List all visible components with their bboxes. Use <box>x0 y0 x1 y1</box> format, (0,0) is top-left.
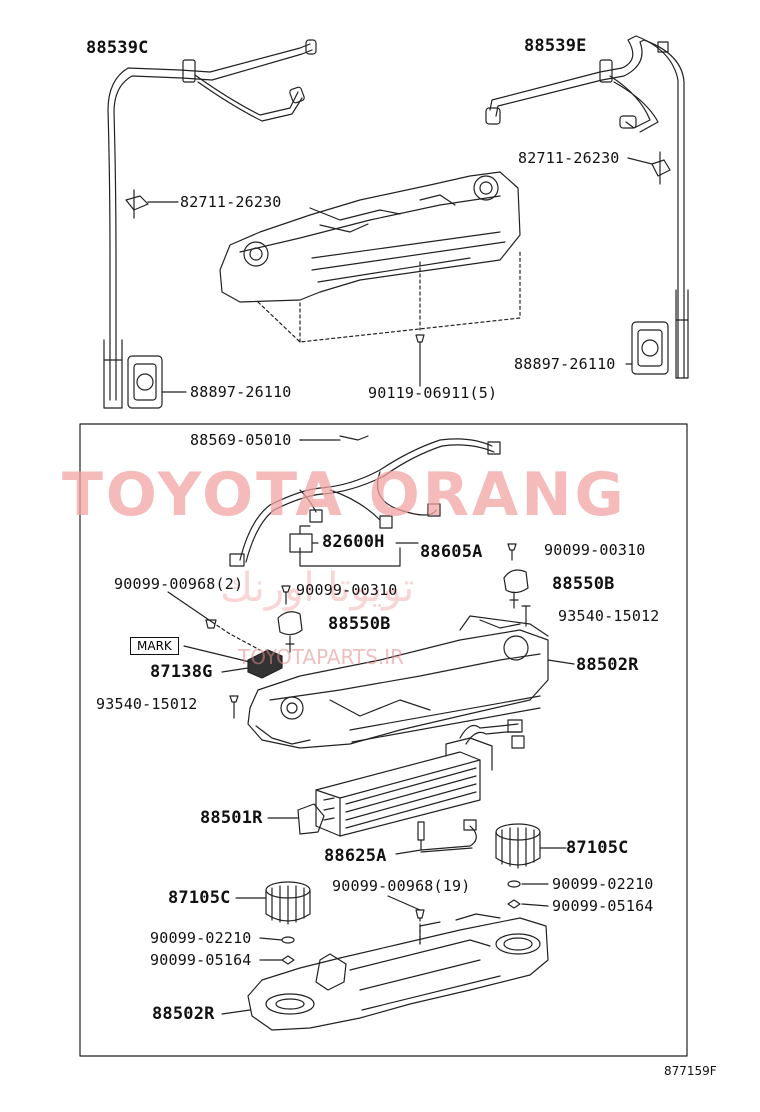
part-label-88625a[interactable]: 88625A <box>324 846 387 866</box>
screw-90099-00310-right <box>507 543 517 561</box>
part-label-88502r-bottom[interactable]: 88502R <box>152 1004 215 1024</box>
part-label-93540-left[interactable]: 93540-15012 <box>96 695 198 713</box>
grommet-88897-right <box>625 321 669 375</box>
part-label-88501r[interactable]: 88501R <box>200 808 263 828</box>
watermark-text: TOYOTA ORANG <box>62 460 627 530</box>
part-label-87105c-left[interactable]: 87105C <box>168 888 231 908</box>
part-label-88550b-left[interactable]: 88550B <box>328 614 391 634</box>
sensor-87138g <box>247 649 283 679</box>
part-label-90099-00968-2[interactable]: 90099-00968(2) <box>114 575 244 593</box>
part-label-88539e[interactable]: 88539E <box>524 36 587 56</box>
servo-88550b-right <box>503 569 529 609</box>
part-label-82600h[interactable]: 82600H <box>322 532 385 552</box>
part-label-88539c[interactable]: 88539C <box>86 38 149 58</box>
screw-90099-00310-left <box>281 585 291 605</box>
part-label-90099-02210-right[interactable]: 90099-02210 <box>552 875 654 893</box>
part-label-82711-right[interactable]: 82711-26230 <box>518 149 620 167</box>
screw-90119 <box>415 334 425 385</box>
part-label-90099-00310-a[interactable]: 90099-00310 <box>544 541 646 559</box>
drain-hose-88539c <box>103 39 317 409</box>
thermistor-88625a <box>417 819 477 853</box>
screw-93540-right <box>521 605 531 627</box>
clamp-82711-left <box>125 189 177 219</box>
blower-87105c-left <box>265 881 311 925</box>
part-label-90119[interactable]: 90119-06911(5) <box>368 384 498 402</box>
part-label-82711-left[interactable]: 82711-26230 <box>180 193 282 211</box>
exploded-view-frame <box>79 423 688 1057</box>
watermark-url: TOYOTAPARTS.IR <box>238 645 405 669</box>
blower-87105c-right <box>495 823 541 869</box>
part-label-88502r-top[interactable]: 88502R <box>576 655 639 675</box>
part-label-87138g[interactable]: 87138G <box>150 662 213 682</box>
part-label-88569[interactable]: 88569-05010 <box>190 431 292 449</box>
evaporator-88501r <box>297 719 525 837</box>
lower-case-88502r <box>247 913 549 1031</box>
watermark-arabic-text: تويوتا اورنك <box>220 565 415 611</box>
part-label-90099-02210-left[interactable]: 90099-02210 <box>150 929 252 947</box>
part-label-90099-00310-b[interactable]: 90099-00310 <box>296 581 398 599</box>
part-label-88897-right[interactable]: 88897-26110 <box>514 355 616 373</box>
part-label-88550b-right[interactable]: 88550B <box>552 574 615 594</box>
diagram-reference-id: 877159F <box>664 1064 717 1078</box>
part-label-90099-05164-left[interactable]: 90099-05164 <box>150 951 252 969</box>
wire-harness-88605a <box>229 435 501 567</box>
servo-88550b-left <box>277 611 303 653</box>
part-label-90099-00968-19[interactable]: 90099-00968(19) <box>332 877 471 895</box>
part-label-93540-right[interactable]: 93540-15012 <box>558 607 660 625</box>
screw-90099-00968-19 <box>387 895 425 945</box>
part-label-88605a[interactable]: 88605A <box>420 542 483 562</box>
upper-case-88502r <box>247 615 549 749</box>
nut-90099-05164-left <box>281 955 295 965</box>
grommet-88897-left <box>127 355 187 409</box>
screw-93540-left <box>229 695 239 719</box>
washer-90099-02210-left <box>281 936 295 944</box>
cooling-unit-assembly-top <box>219 171 521 343</box>
part-label-87105c-right[interactable]: 87105C <box>566 838 629 858</box>
washer-90099-02210-right <box>507 880 521 888</box>
drain-hose-88539e <box>485 35 689 379</box>
mark-box: MARK <box>130 637 179 655</box>
nut-90099-05164-right <box>507 899 521 909</box>
clamp-82711-right <box>651 151 671 185</box>
part-label-88897-left[interactable]: 88897-26110 <box>190 383 292 401</box>
part-label-90099-05164-right[interactable]: 90099-05164 <box>552 897 654 915</box>
